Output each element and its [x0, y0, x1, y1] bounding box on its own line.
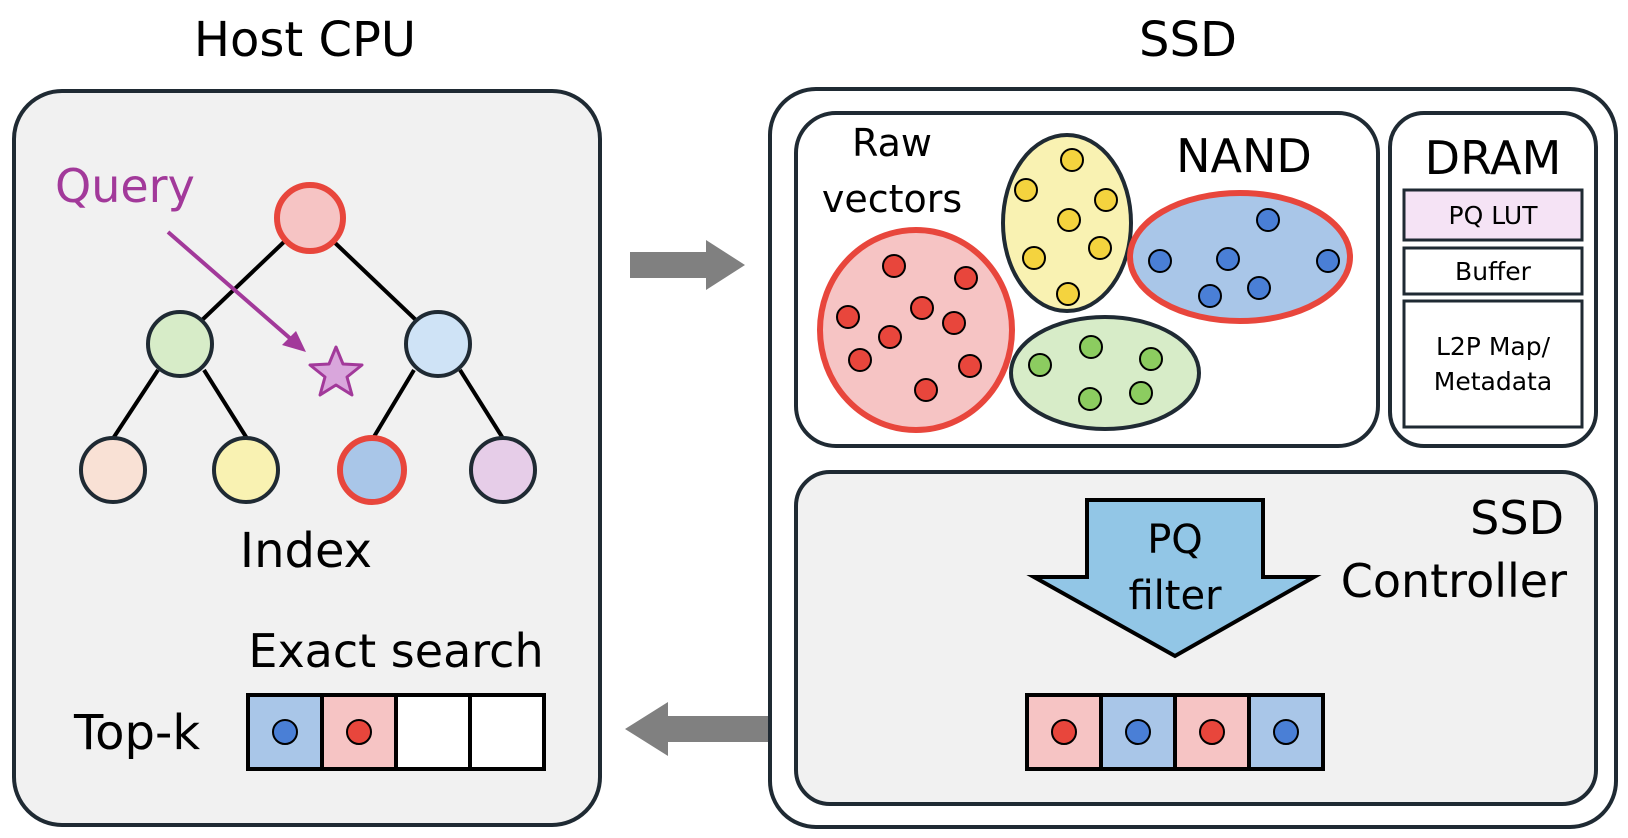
cluster-yellow-points	[1014, 148, 1118, 306]
candidate-dot	[1051, 719, 1077, 745]
controller-label-2: Controller	[1341, 554, 1567, 608]
host-panel	[12, 89, 602, 827]
controller-label-1: SSD	[1470, 491, 1564, 545]
topk-dot	[272, 719, 298, 745]
query-arrow-head	[282, 331, 306, 352]
pq-filter-label-1: PQ	[1147, 517, 1203, 563]
tree-node-right	[404, 310, 472, 378]
index-tree-edges	[110, 238, 506, 442]
host-title: Host CPU	[194, 12, 416, 68]
query-arrow-line	[166, 230, 294, 342]
raw-vectors-label-1: Raw	[852, 121, 932, 165]
candidate-dot	[1199, 719, 1225, 745]
host-to-ssd-arrow	[630, 240, 745, 290]
query-label: Query	[55, 159, 195, 213]
query-star-icon	[308, 345, 364, 397]
tree-leaf-3	[337, 435, 407, 505]
cluster-blue	[1127, 190, 1353, 324]
cluster-green	[1009, 315, 1201, 431]
cluster-green-points	[1028, 335, 1163, 411]
dram-label: DRAM	[1425, 131, 1562, 185]
topk-cell	[468, 693, 546, 771]
index-label: Index	[240, 523, 372, 579]
candidate-list	[1025, 693, 1325, 771]
tree-leaf-2	[212, 436, 280, 504]
dram-buffer-label: Buffer	[1455, 257, 1532, 286]
topk-list	[246, 693, 546, 771]
cluster-red	[817, 227, 1015, 433]
tree-node-root	[274, 182, 346, 254]
dram-pq-lut-box	[1402, 188, 1584, 242]
topk-label: Top-k	[73, 705, 200, 761]
dram-l2p-label-1: L2P Map/	[1436, 332, 1551, 361]
topk-cell	[394, 693, 472, 771]
pq-filter-label-2: filter	[1128, 573, 1222, 619]
tree-leaf-1	[79, 436, 147, 504]
pq-filter-arrow	[1026, 498, 1322, 659]
tree-leaf-4	[469, 436, 537, 504]
candidate-dot	[1125, 719, 1151, 745]
exact-search-label: Exact search	[248, 624, 543, 678]
nand-label: NAND	[1176, 129, 1312, 183]
cluster-red-points	[836, 254, 982, 402]
topk-dot	[346, 719, 372, 745]
dram-buffer-box	[1402, 246, 1584, 296]
dram-l2p-box	[1402, 299, 1584, 429]
candidate-dot	[1273, 719, 1299, 745]
cluster-blue-points	[1148, 208, 1340, 308]
dram-l2p-label-2: Metadata	[1434, 367, 1552, 396]
ssd-title: SSD	[1139, 12, 1237, 68]
tree-node-left	[146, 310, 214, 378]
dram-pq-lut-label: PQ LUT	[1449, 201, 1539, 230]
raw-vectors-label-2: vectors	[822, 177, 962, 221]
